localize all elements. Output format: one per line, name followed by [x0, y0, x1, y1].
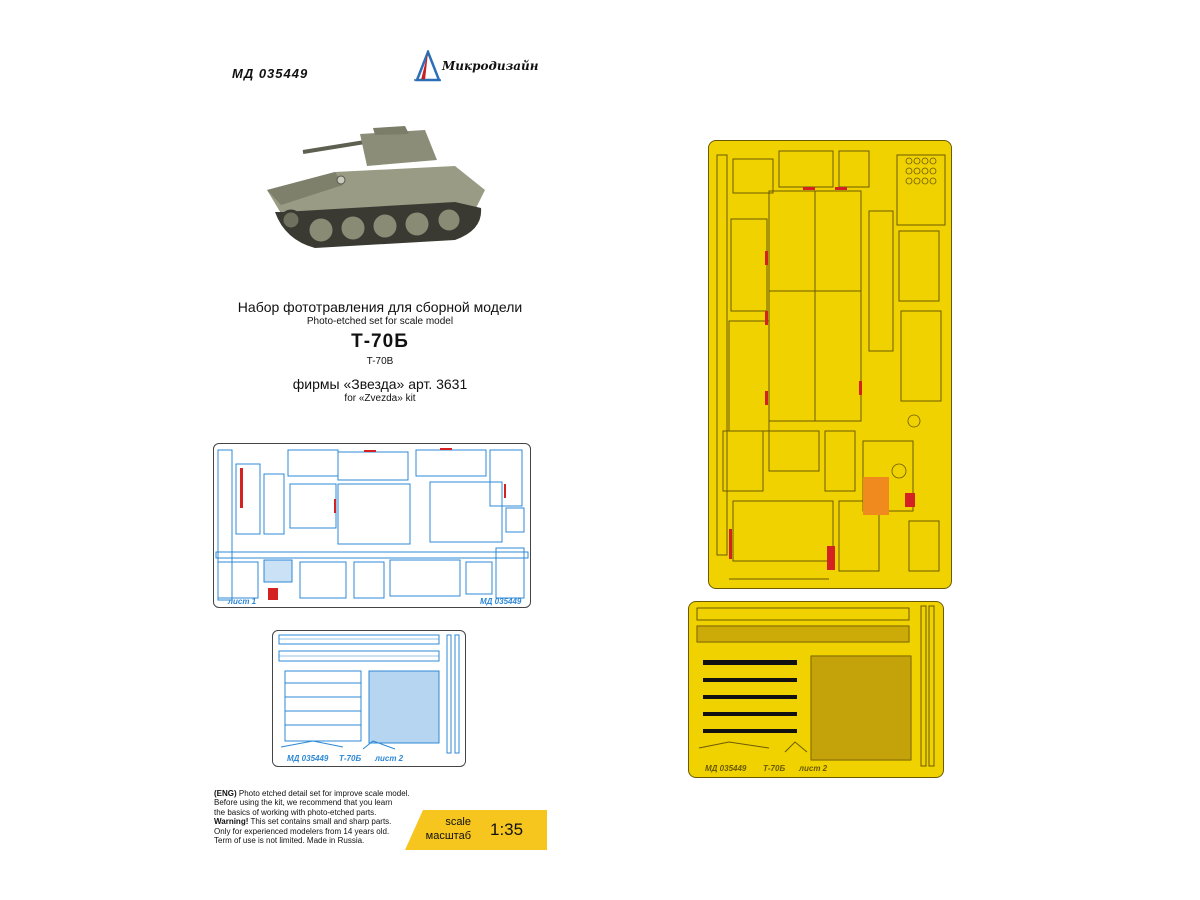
note-line-2: Before using the kit, we recommend that …	[214, 798, 393, 808]
title-ru: Набор фототравления для сборной модели	[237, 299, 523, 315]
eng-tag: (ENG)	[214, 789, 237, 798]
model-name-ru: Т-70Б	[351, 331, 409, 352]
scale-label-ru: масштаб	[425, 830, 471, 842]
brass-sheet-2-model: Т-70Б	[763, 764, 785, 773]
scale-label-en: scale	[445, 816, 471, 828]
brand-triangle-icon	[414, 48, 441, 82]
tank-photo	[255, 120, 495, 270]
scale-badge: scale масштаб 1:35	[405, 810, 547, 850]
brand-name: Микродизайн	[442, 59, 539, 73]
brass-sheet-2: МД 035449 Т-70Б лист 2	[688, 601, 944, 778]
scale-value: 1:35	[490, 820, 524, 839]
brand-logo: Микродизайн	[412, 48, 552, 82]
warning-tag: Warning!	[214, 817, 249, 827]
note-line-6: Term of use is not limited. Made in Russ…	[214, 836, 365, 846]
brass-sheet-2-code: МД 035449	[705, 764, 747, 773]
english-notes: (ENG) Photo etched detail set for improv…	[214, 789, 444, 845]
note-line-3: the basics of working with photo-etched …	[214, 807, 377, 817]
kit-maker-ru: фирмы «Звезда» арт. 3631	[292, 376, 468, 392]
model-name-en: T-70B	[366, 356, 394, 367]
etch-sheet-1-drawing: лист 1 МД 035449	[213, 443, 531, 608]
sheet-2-model: Т-70Б	[339, 754, 361, 763]
sheet-2-code: МД 035449	[287, 754, 329, 763]
sheet-1-label: лист 1	[227, 597, 257, 606]
brass-sheet-2-label: лист 2	[798, 764, 828, 773]
sheet-2-label: лист 2	[374, 754, 404, 763]
kit-maker-en: for «Zvezda» kit	[344, 393, 416, 404]
brass-sheet-1	[708, 140, 952, 589]
sheet-1-code: МД 035449	[480, 597, 522, 606]
product-code: МД 035449	[232, 66, 309, 81]
note-line-4: This set contains small and sharp parts.	[248, 817, 392, 827]
note-line-5: Only for experienced modelers from 14 ye…	[214, 826, 390, 836]
note-line-1: Photo etched detail set for improve scal…	[236, 789, 410, 798]
title-en: Photo-etched set for scale model	[306, 316, 454, 327]
etch-sheet-2-drawing: МД 035449 Т-70Б лист 2	[272, 630, 466, 767]
